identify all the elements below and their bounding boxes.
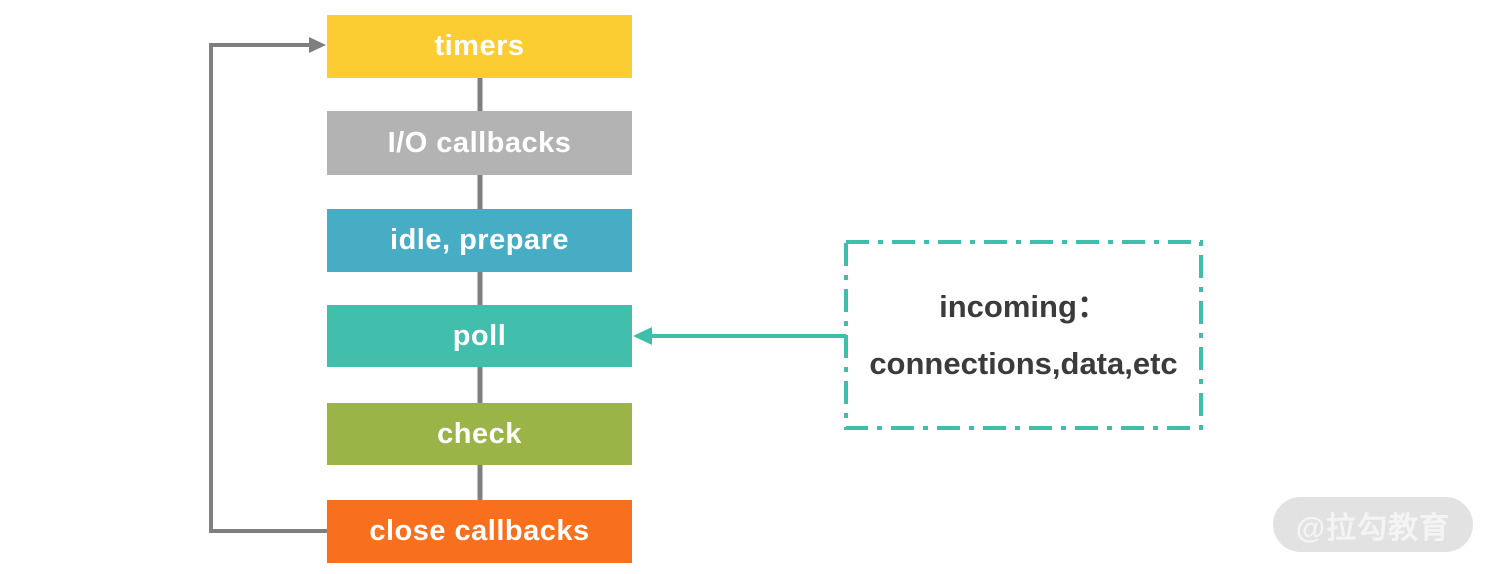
incoming-annotation-box: incoming： connections,data,etc — [846, 242, 1201, 428]
phase-label-io-callbacks: I/O callbacks — [387, 126, 572, 159]
watermark-badge: @拉勾教育 — [1273, 497, 1473, 552]
phase-box-timers: timers — [327, 15, 632, 78]
phase-box-close-callbacks: close callbacks — [327, 500, 632, 563]
watermark-text: @拉勾教育 — [1295, 511, 1451, 545]
loop-back-line — [209, 43, 327, 533]
phase-label-idle-prepare: idle, prepare — [390, 224, 569, 256]
phase-box-io-callbacks: I/O callbacks — [327, 111, 632, 175]
phase-label-check: check — [437, 417, 522, 450]
incoming-line2: connections,data,etc — [869, 346, 1178, 381]
phase-box-idle-prepare: idle, prepare — [327, 209, 632, 272]
phase-box-poll: poll — [327, 305, 632, 367]
loop-arrowhead-icon — [309, 37, 326, 53]
incoming-line1: incoming： — [939, 289, 1108, 324]
phase-label-close-callbacks: close callbacks — [369, 515, 590, 547]
phase-label-poll: poll — [452, 319, 507, 352]
phase-label-timers: timers — [434, 30, 525, 62]
incoming-arrowhead-icon — [633, 327, 652, 345]
phase-box-check: check — [327, 403, 632, 465]
